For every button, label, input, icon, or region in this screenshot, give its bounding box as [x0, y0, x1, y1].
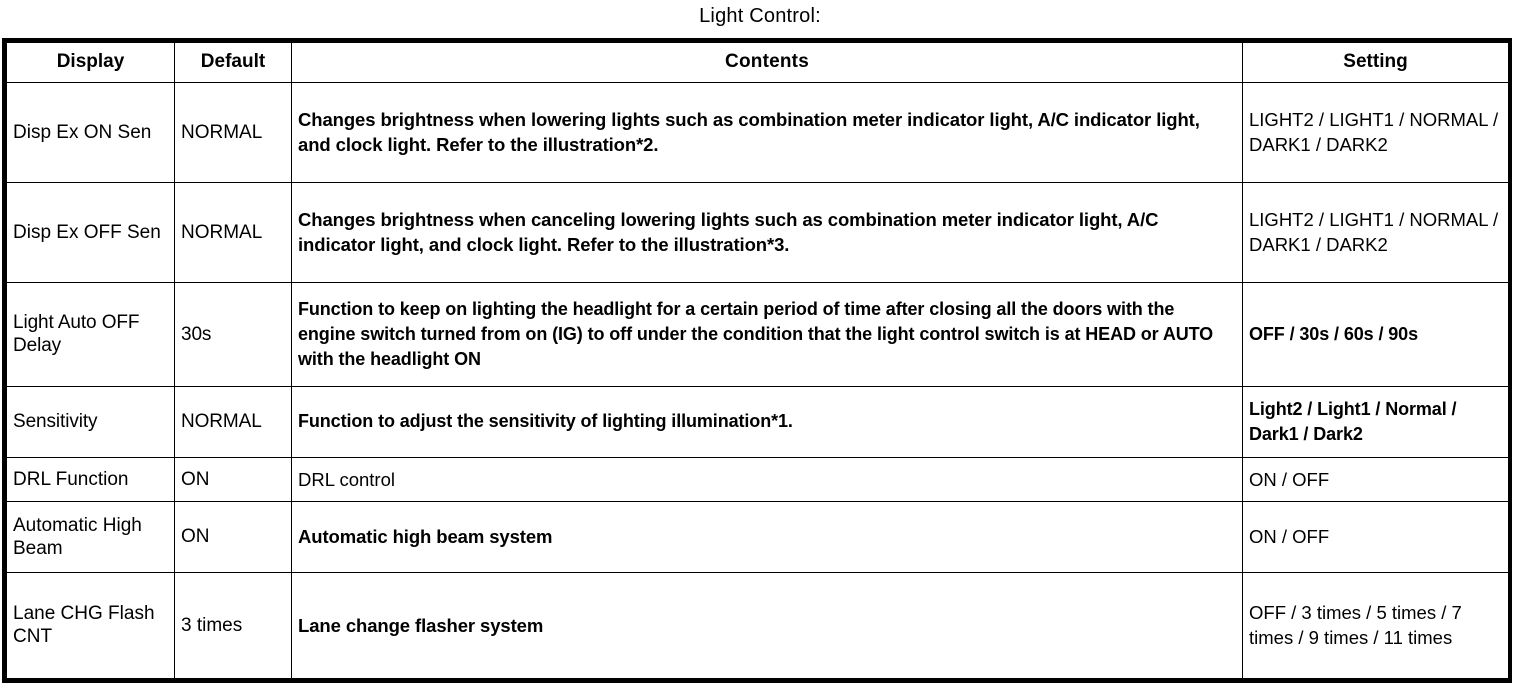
- cell-contents: Changes brightness when lowering lights …: [291, 82, 1243, 183]
- cell-display: Automatic High Beam: [6, 501, 175, 573]
- table-row: Disp Ex ON Sen NORMAL Changes brightness…: [6, 82, 1509, 183]
- page-title: Light Control:: [699, 5, 821, 27]
- cell-display: Lane CHG Flash CNT: [6, 572, 175, 679]
- cell-contents: Function to adjust the sensitivity of li…: [291, 386, 1243, 458]
- table-header: Display Default Contents Setting: [6, 42, 1509, 83]
- cell-display: Light Auto OFF Delay: [6, 282, 175, 387]
- cell-setting: LIGHT2 / LIGHT1 / NORMAL / DARK1 / DARK2: [1242, 82, 1509, 183]
- cell-default: NORMAL: [174, 82, 292, 183]
- cell-contents: Lane change flasher system: [291, 572, 1243, 679]
- cell-default: ON: [174, 501, 292, 573]
- cell-contents: DRL control: [291, 457, 1243, 502]
- column-header-setting: Setting: [1242, 42, 1509, 83]
- cell-default: ON: [174, 457, 292, 502]
- cell-contents: Function to keep on lighting the headlig…: [291, 282, 1243, 387]
- cell-setting: ON / OFF: [1242, 457, 1509, 502]
- cell-default: NORMAL: [174, 182, 292, 283]
- cell-display: Disp Ex ON Sen: [6, 82, 175, 183]
- table-body: Disp Ex ON Sen NORMAL Changes brightness…: [6, 82, 1509, 679]
- table-row: DRL Function ON DRL control ON / OFF: [6, 457, 1509, 502]
- cell-default: 30s: [174, 282, 292, 387]
- cell-setting: Light2 / Light1 / Normal / Dark1 / Dark2: [1242, 386, 1509, 458]
- cell-setting: ON / OFF: [1242, 501, 1509, 573]
- table-row: Lane CHG Flash CNT 3 times Lane change f…: [6, 572, 1509, 679]
- table-header-row: Display Default Contents Setting: [6, 42, 1509, 83]
- cell-contents: Automatic high beam system: [291, 501, 1243, 573]
- table-row: Disp Ex OFF Sen NORMAL Changes brightnes…: [6, 182, 1509, 283]
- cell-display: Sensitivity: [6, 386, 175, 458]
- table-row: Light Auto OFF Delay 30s Function to kee…: [6, 282, 1509, 387]
- cell-contents: Changes brightness when canceling loweri…: [291, 182, 1243, 283]
- cell-display: Disp Ex OFF Sen: [6, 182, 175, 283]
- table-row: Sensitivity NORMAL Function to adjust th…: [6, 386, 1509, 458]
- table-row: Automatic High Beam ON Automatic high be…: [6, 501, 1509, 573]
- cell-default: NORMAL: [174, 386, 292, 458]
- column-header-display: Display: [6, 42, 175, 83]
- cell-setting: OFF / 3 times / 5 times / 7 times / 9 ti…: [1242, 572, 1509, 679]
- cell-display: DRL Function: [6, 457, 175, 502]
- light-control-table: Display Default Contents Setting Disp Ex…: [6, 42, 1509, 679]
- cell-setting: LIGHT2 / LIGHT1 / NORMAL / DARK1 / DARK2: [1242, 182, 1509, 283]
- column-header-contents: Contents: [291, 42, 1243, 83]
- light-control-table-wrapper: Display Default Contents Setting Disp Ex…: [2, 38, 1512, 683]
- column-header-default: Default: [174, 42, 292, 83]
- cell-setting: OFF / 30s / 60s / 90s: [1242, 282, 1509, 387]
- cell-default: 3 times: [174, 572, 292, 679]
